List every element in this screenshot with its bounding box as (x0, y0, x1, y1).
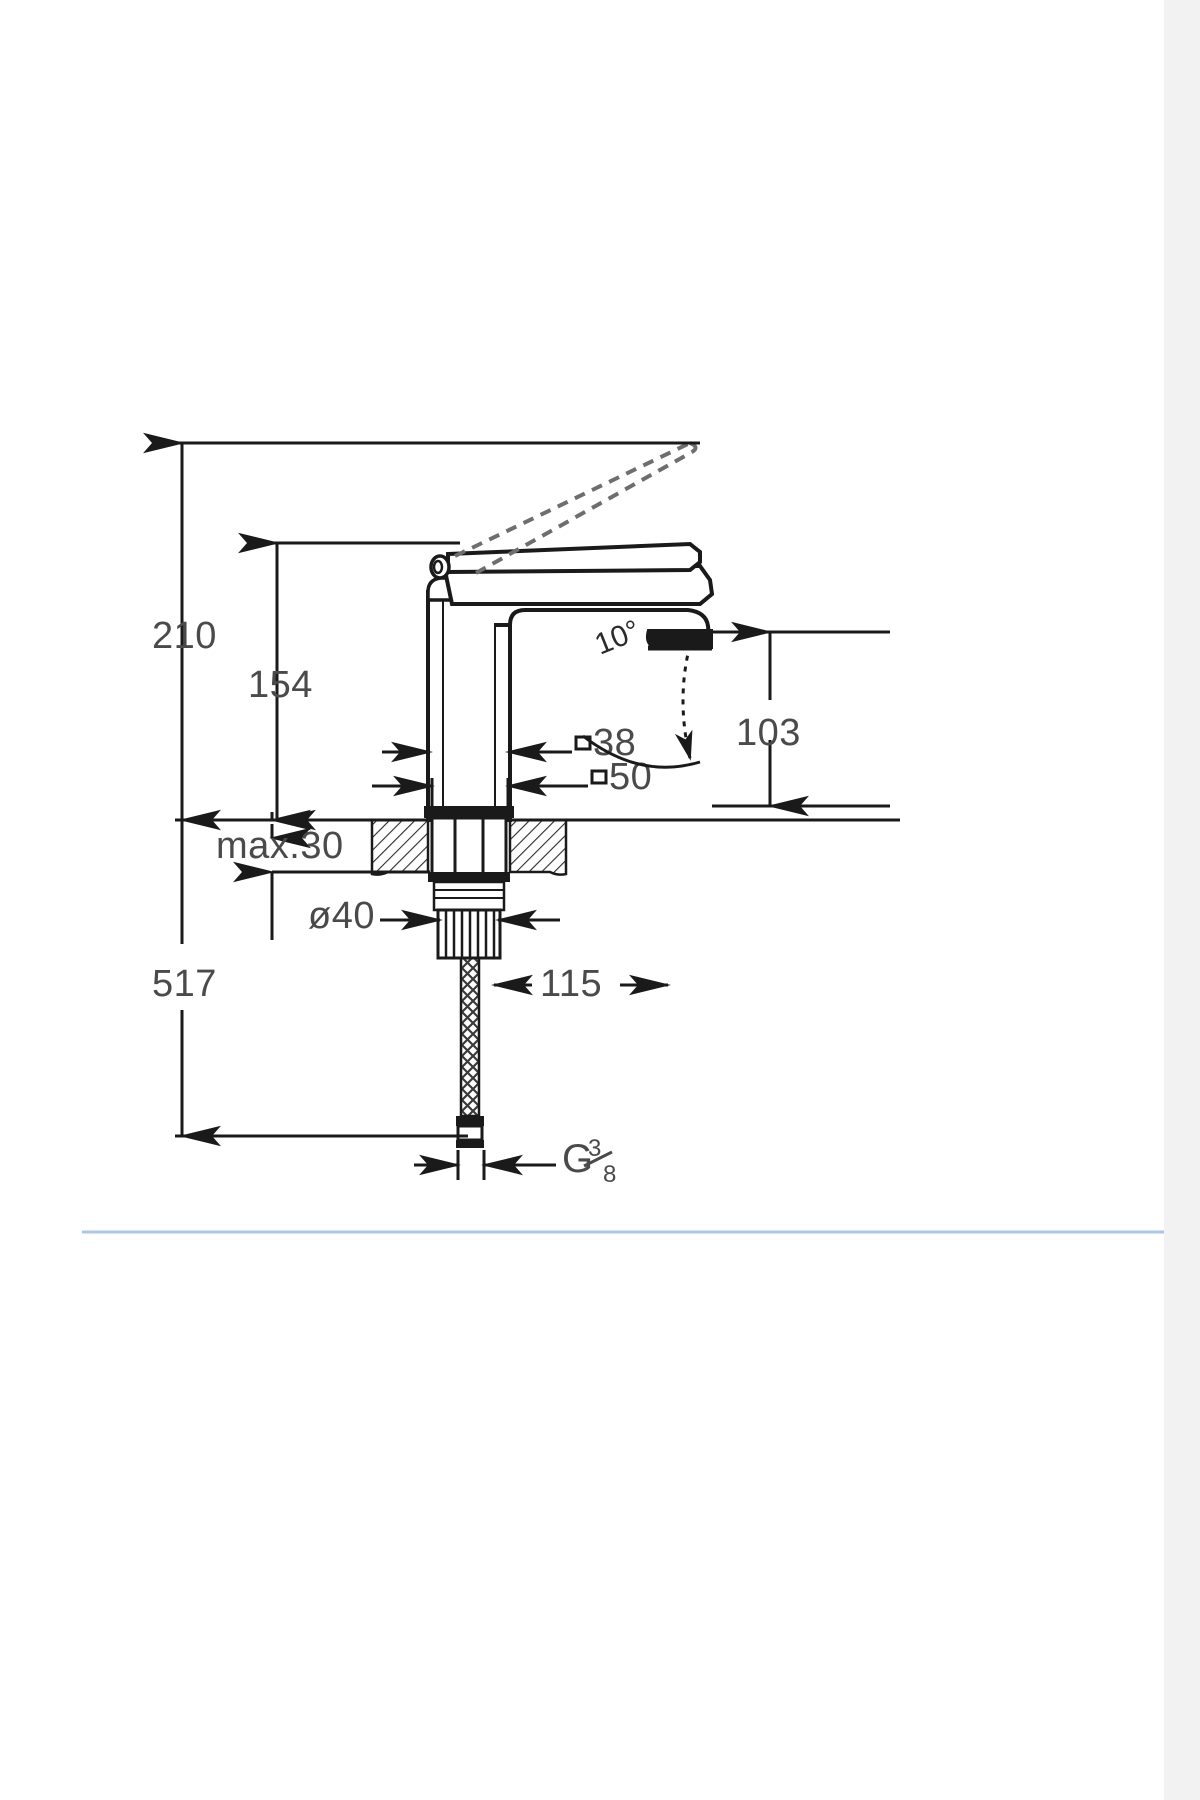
dimension-spout-height: 154 (238, 532, 460, 831)
dim-label-103: 103 (736, 712, 801, 754)
deck-section-hatching (370, 818, 568, 876)
mounting-shank (424, 806, 514, 960)
thread-label-denominator: 8 (603, 1161, 616, 1188)
thread-callout-G38: G 3 8 (414, 1135, 616, 1188)
thread-label-G: G (562, 1137, 593, 1181)
dim-label-154: 154 (248, 664, 313, 706)
dimension-body-width-50: 50 (372, 756, 652, 812)
dim-label-115: 115 (540, 963, 602, 1005)
faucet-body (426, 541, 715, 822)
dim-label-dia40: ø40 (308, 895, 375, 937)
dimension-overall-height: 210 (143, 432, 700, 831)
dim-label-210: 210 (152, 615, 217, 657)
dimension-hole-diameter: ø40 (270, 872, 560, 940)
dimension-shank-length: 115 (491, 963, 671, 1005)
dim-label-517: 517 (152, 963, 217, 1005)
flexible-supply-hose (456, 956, 484, 1148)
page-right-margin (1164, 0, 1200, 1800)
dimension-total-length: 517 (152, 820, 468, 1147)
thread-label-numerator: 3 (588, 1135, 601, 1162)
dimension-deck-thickness: max.30 (216, 809, 430, 890)
dimension-spout-reach: 103 (712, 621, 890, 817)
dim-label-max30: max.30 (216, 825, 344, 867)
angle-label-10: 10° (590, 614, 644, 662)
